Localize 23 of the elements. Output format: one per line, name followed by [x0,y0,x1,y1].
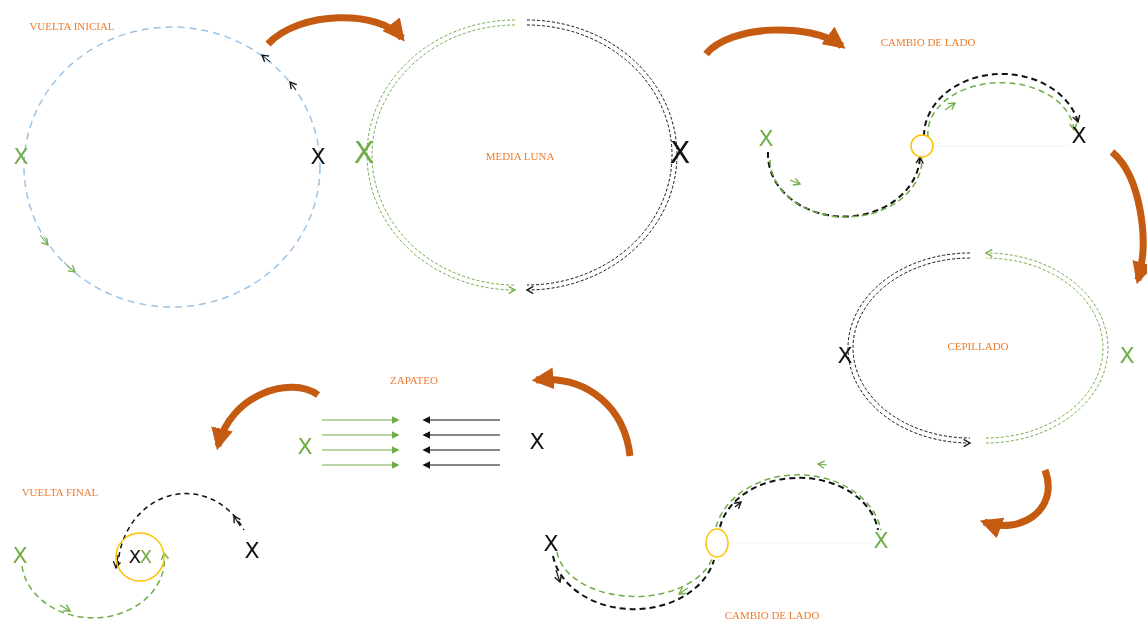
title-text: ZAPATEO [390,374,438,386]
dancer-mark: X [543,533,559,555]
dancer-mark: X [12,545,28,567]
dancer-mark: X [529,431,545,453]
dancer-mark: X [353,138,375,168]
title-text: VUELTA FINAL [21,486,99,498]
dancer-mark: X [1071,125,1087,147]
title-text: CAMBIO DE LADO [880,36,976,48]
title-text: CEPILLADO [947,340,1009,352]
dancer-mark: X [310,146,326,168]
title-text: VUELTA INICIAL [29,20,115,32]
title-text: CAMBIO DE LADO [724,609,820,621]
title-text: MEDIA LUNA [485,150,555,162]
dancer-mark: X [128,548,142,566]
dancer-mark: X [13,146,29,168]
dancer-mark: X [873,530,889,552]
dancer-mark: X [758,128,774,150]
dancer-mark: X [297,436,313,458]
dancer-mark: X [244,540,260,562]
dancer-mark: X [837,345,853,367]
dancer-mark: X [669,138,691,168]
dancer-mark: X [139,548,153,566]
dancer-mark: X [1119,345,1135,367]
